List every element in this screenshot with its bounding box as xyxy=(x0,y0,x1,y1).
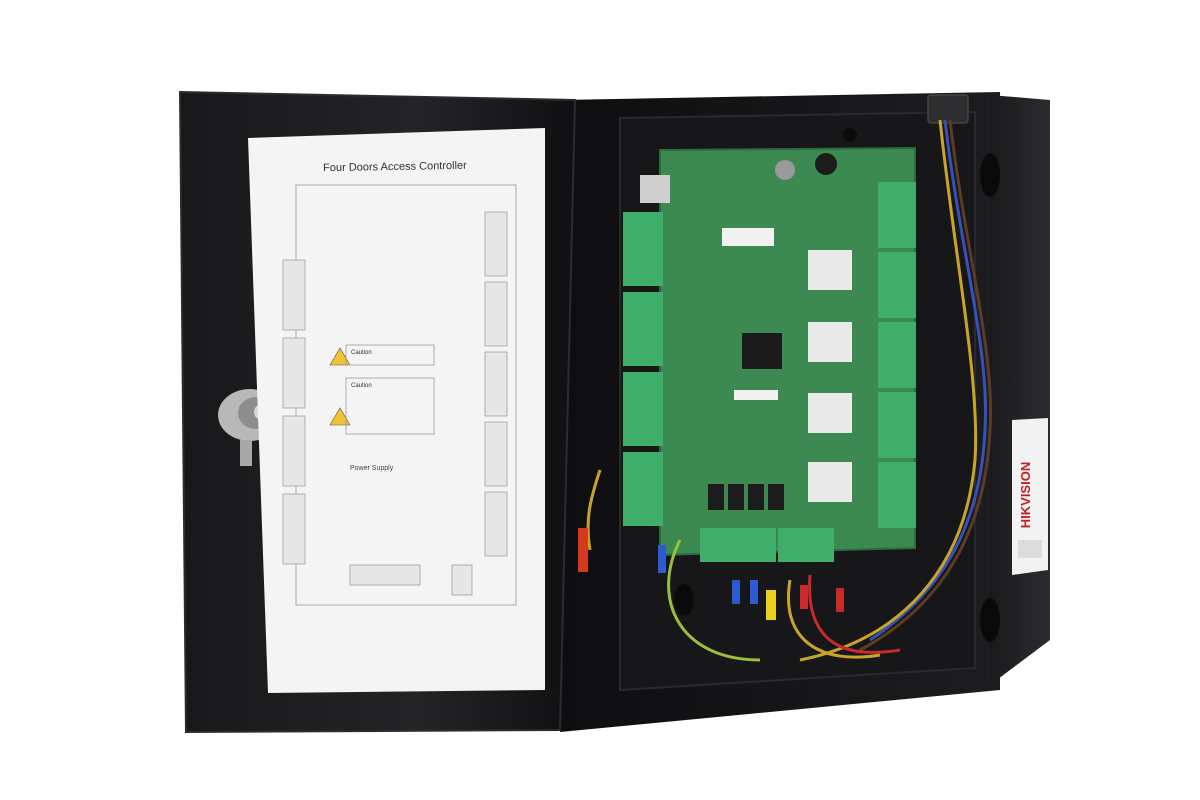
coin-battery xyxy=(775,160,795,180)
caution-box xyxy=(345,344,435,366)
caution-box xyxy=(345,377,435,435)
small-relay xyxy=(768,484,784,510)
wiring-diagram-sheet xyxy=(248,128,545,693)
serial-sticker xyxy=(722,228,774,246)
relay xyxy=(808,322,852,362)
terminal-block xyxy=(700,528,776,562)
enclosure-door: Four Doors Access Controller Caution Cau… xyxy=(178,90,577,734)
terminal-block xyxy=(623,452,663,526)
mounting-hole xyxy=(674,584,694,616)
side-label: HIKVISION xyxy=(1012,418,1048,575)
terminal-block xyxy=(623,212,663,286)
small-relay xyxy=(748,484,764,510)
small-relay xyxy=(728,484,744,510)
microcontroller-chip xyxy=(742,333,782,369)
knockout-hole xyxy=(980,598,1000,642)
small-relay xyxy=(708,484,724,510)
cable-grommet xyxy=(927,94,969,124)
side-label-barcode xyxy=(1018,540,1042,558)
barcode-sticker xyxy=(734,390,778,400)
relay xyxy=(808,462,852,502)
terminal-block xyxy=(878,252,916,318)
relay xyxy=(808,250,852,290)
power-supply-label: Power Supply xyxy=(350,465,394,472)
knockout-hole xyxy=(980,153,1000,197)
relay xyxy=(808,393,852,433)
wire-lugs xyxy=(578,528,844,620)
caution-label: Caution xyxy=(351,350,372,356)
caution-icon xyxy=(329,347,351,426)
terminal-block xyxy=(623,372,663,446)
terminal-block xyxy=(778,528,834,562)
pcb-board xyxy=(623,146,916,562)
mounting-hole xyxy=(843,128,857,142)
terminal-block xyxy=(878,462,916,528)
buzzer xyxy=(815,153,837,175)
terminal-block xyxy=(878,322,916,388)
sheet-title: Four Doors Access Controller xyxy=(323,160,467,175)
wiring xyxy=(586,119,993,662)
caution-label: Caution xyxy=(351,383,372,389)
terminal-block xyxy=(623,292,663,366)
diagram-terminals xyxy=(282,211,508,596)
terminal-block xyxy=(878,182,916,248)
side-label-brand: HIKVISION xyxy=(1018,462,1033,528)
ethernet-port xyxy=(640,175,670,203)
terminal-block xyxy=(878,392,916,458)
